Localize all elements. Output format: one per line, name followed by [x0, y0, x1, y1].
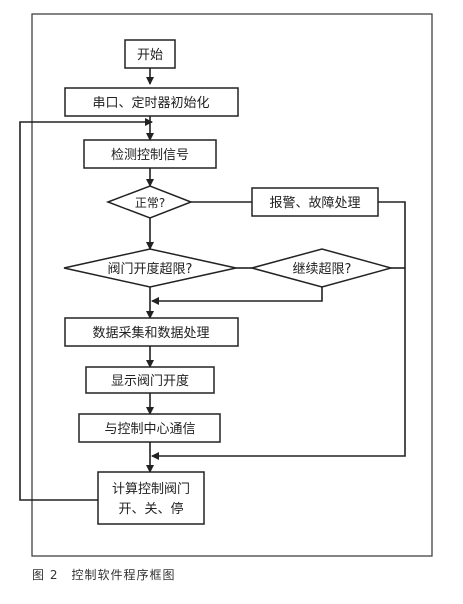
normal-label: 正常? [135, 196, 165, 210]
detect-label: 检测控制信号 [111, 148, 189, 163]
line-loop-back [19, 118, 153, 501]
comm-box [78, 413, 221, 443]
continue-label: 继续超限? [293, 262, 352, 277]
line-continue-back [151, 287, 323, 305]
init-box [64, 87, 239, 117]
alarm-label: 报警、故障处理 [269, 195, 360, 211]
overlimit-decision [63, 248, 237, 288]
collect-label: 数据采集和数据处理 [92, 325, 209, 341]
collect-box [64, 317, 239, 347]
overlimit-label: 阀门开度超限? [108, 261, 193, 277]
detect-box [83, 139, 217, 169]
display-box [85, 366, 215, 394]
start-box [124, 39, 176, 69]
calc-label-line2: 开、关、停 [118, 501, 183, 517]
normal-decision [105, 185, 194, 219]
calc-label-line1: 计算控制阀门 [112, 482, 190, 497]
alarm-box [251, 187, 379, 217]
start-label: 开始 [137, 48, 163, 63]
figure-caption: 图 2 控制软件程序框图 [32, 568, 176, 582]
comm-label: 与控制中心通信 [104, 422, 195, 437]
init-label: 串口、定时器初始化 [92, 96, 209, 111]
labels: 开始 串口、定时器初始化 检测控制信号 正常? 报警、故障处理 阀门开度超限? … [92, 48, 360, 517]
outer-frame [31, 13, 433, 557]
calc-box [97, 471, 205, 525]
line-alarm-return [151, 201, 406, 460]
display-label: 显示阀门开度 [111, 373, 189, 389]
shapes [63, 39, 394, 525]
continue-decision [249, 248, 394, 288]
